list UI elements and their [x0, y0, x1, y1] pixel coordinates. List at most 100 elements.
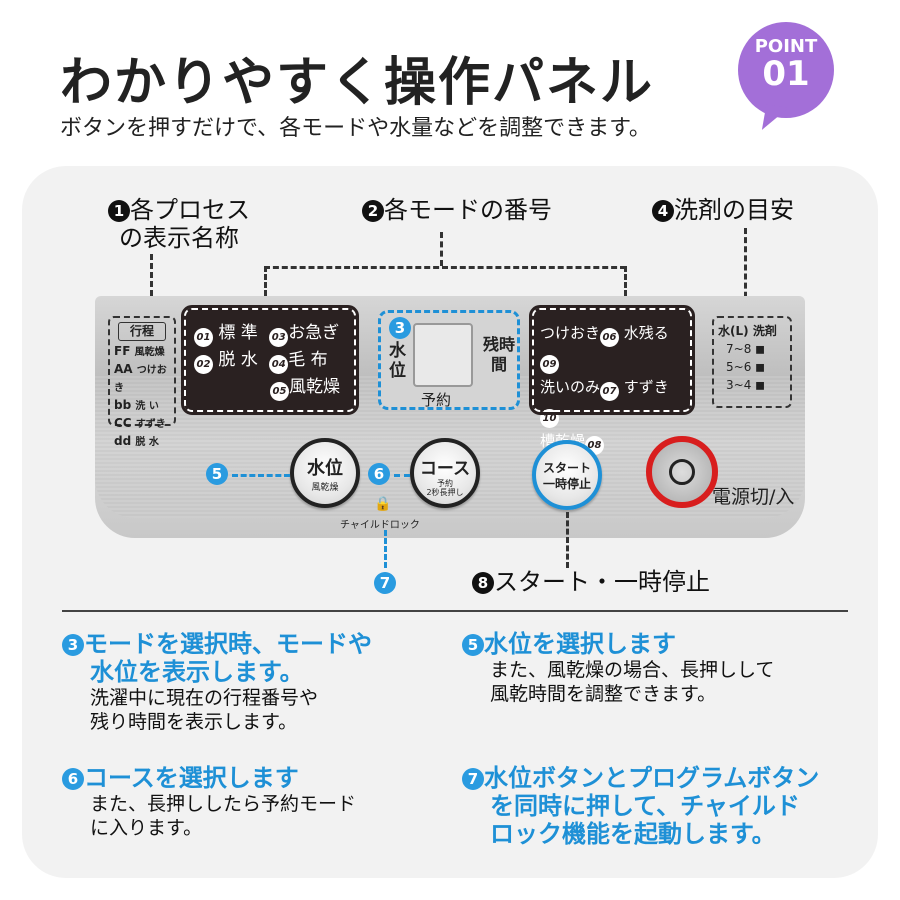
callout-1-line	[150, 254, 153, 314]
callout-1-number: 1	[108, 200, 130, 222]
callout-1-line1: 各プロセス	[130, 196, 250, 224]
display-water-label: 水位	[389, 341, 406, 381]
mode-number: 04	[269, 355, 289, 374]
display-time-label: 残時間	[482, 335, 515, 374]
mode-number: 09	[540, 355, 559, 374]
note-7-title3: ロック機能を起動します。	[490, 820, 776, 848]
mode-number: 02	[194, 355, 213, 374]
water-button-sub: 風乾燥	[311, 483, 339, 493]
callout-2-text: 各モードの番号	[384, 196, 552, 224]
note-6-title: コースを選択します	[84, 764, 299, 792]
callout-5-line	[232, 474, 290, 477]
callout-6-line	[394, 474, 410, 477]
mode-label: 洗いのみ	[540, 378, 601, 396]
mode-label: 水残る	[623, 324, 669, 342]
divider	[62, 610, 848, 612]
lcd-screen	[413, 323, 473, 387]
lock-icon: 🔒	[374, 496, 392, 512]
process-row: AA つけおき	[114, 361, 170, 397]
callout-2-right-leg	[624, 266, 627, 312]
process-label: すずき	[135, 419, 166, 430]
note-6-body1: また、長押ししたら予約モード	[90, 793, 357, 815]
process-row: CC すずき	[114, 415, 170, 433]
page-title: わかりやすく操作パネル	[60, 53, 655, 113]
callout-2-bracket	[264, 266, 626, 269]
detergent-row: 5~6 ◼	[726, 360, 766, 374]
note-3-body2: 残り時間を表示します。	[90, 711, 298, 733]
callout-4-number: 4	[652, 200, 674, 222]
detergent-guide: 水(L) 洗剤 7~8 ◼ 5~6 ◼ 3~4 ◼	[712, 316, 792, 408]
cup-icon: ◼	[755, 342, 766, 356]
start-pause-button[interactable]: スタート 一時停止	[532, 440, 602, 510]
point-badge: POINT 01	[738, 22, 834, 118]
water-button-label: 水位	[307, 458, 343, 479]
mode-number: 03	[269, 328, 289, 347]
callout-4-line	[744, 228, 747, 316]
point-label: POINT	[754, 36, 818, 57]
page-subtitle: ボタンを押すだけで、各モードや水量などを調整できます。	[60, 116, 651, 141]
callout-1-line2: の表示名称	[119, 224, 239, 252]
note-3-title1: モードを選択時、モードや	[84, 630, 372, 658]
callout-8-line	[566, 512, 569, 568]
mode-label: お急ぎ	[288, 323, 340, 343]
display-reserve-label: 予約	[421, 391, 452, 409]
power-icon	[669, 459, 695, 485]
detergent-col-water: 水(L)	[718, 324, 749, 338]
cup-icon: ◼	[755, 378, 766, 392]
process-title: 行程	[118, 322, 166, 341]
note-3-title2: 水位を表示します。	[90, 658, 304, 686]
mode-label: 風乾燥	[289, 377, 340, 397]
detergent-col-amount: 洗剤	[752, 324, 777, 338]
process-code: bb	[114, 398, 132, 412]
process-code: dd	[114, 434, 132, 448]
process-label: 脱 水	[135, 437, 159, 448]
note-3-body1: 洗濯中に現在の行程番号や	[90, 687, 319, 709]
water-level-button[interactable]: 水位 風乾燥	[290, 438, 360, 508]
callout-8-text: スタート・一時停止	[494, 568, 710, 596]
callout-4-text: 洗剤の目安	[674, 196, 794, 224]
note-7-title2: を同時に押して、チャイルド	[490, 792, 800, 820]
power-button[interactable]	[646, 436, 718, 508]
process-row: FF 風乾燥	[114, 343, 170, 361]
mode-label: 脱 水	[218, 350, 258, 370]
note-5-body2: 風乾時間を調整できます。	[490, 683, 717, 705]
mode-number: 05	[270, 382, 289, 401]
callout-2-line	[440, 232, 443, 266]
process-code: AA	[114, 362, 133, 376]
mode-number: 01	[194, 328, 213, 347]
callout-2-number: 2	[362, 200, 384, 222]
note-6-body2: に入ります。	[90, 817, 203, 839]
point-number: 01	[762, 54, 810, 94]
process-row: dd 脱 水	[114, 433, 170, 451]
detergent-row: 7~8 ◼	[726, 342, 766, 356]
mode-label: つけおき	[540, 324, 601, 342]
process-label: つけおき	[114, 365, 167, 394]
note-5-body1: また、風乾燥の場合、長押しして	[490, 659, 775, 681]
mode-label: すずき	[623, 378, 669, 396]
mode-number: 06	[600, 328, 620, 347]
note-5-title: 水位を選択します	[484, 630, 676, 658]
power-label: 電源切/入	[712, 486, 795, 508]
cup-icon: ◼	[755, 360, 766, 374]
detergent-row: 3~4 ◼	[726, 378, 766, 392]
process-list: 行程 FF 風乾燥 AA つけおき bb 洗 い CC すずき dd 脱 水	[108, 316, 176, 448]
process-label: 風乾燥	[134, 347, 165, 358]
process-code: FF	[114, 344, 131, 358]
mode-label: 毛 布	[288, 350, 328, 370]
callout-3-marker: 3	[389, 317, 411, 339]
process-row: bb 洗 い	[114, 397, 170, 415]
callout-5-marker: 5	[206, 463, 228, 485]
callout-7-marker: 7	[374, 572, 396, 594]
process-code: CC	[114, 416, 132, 430]
